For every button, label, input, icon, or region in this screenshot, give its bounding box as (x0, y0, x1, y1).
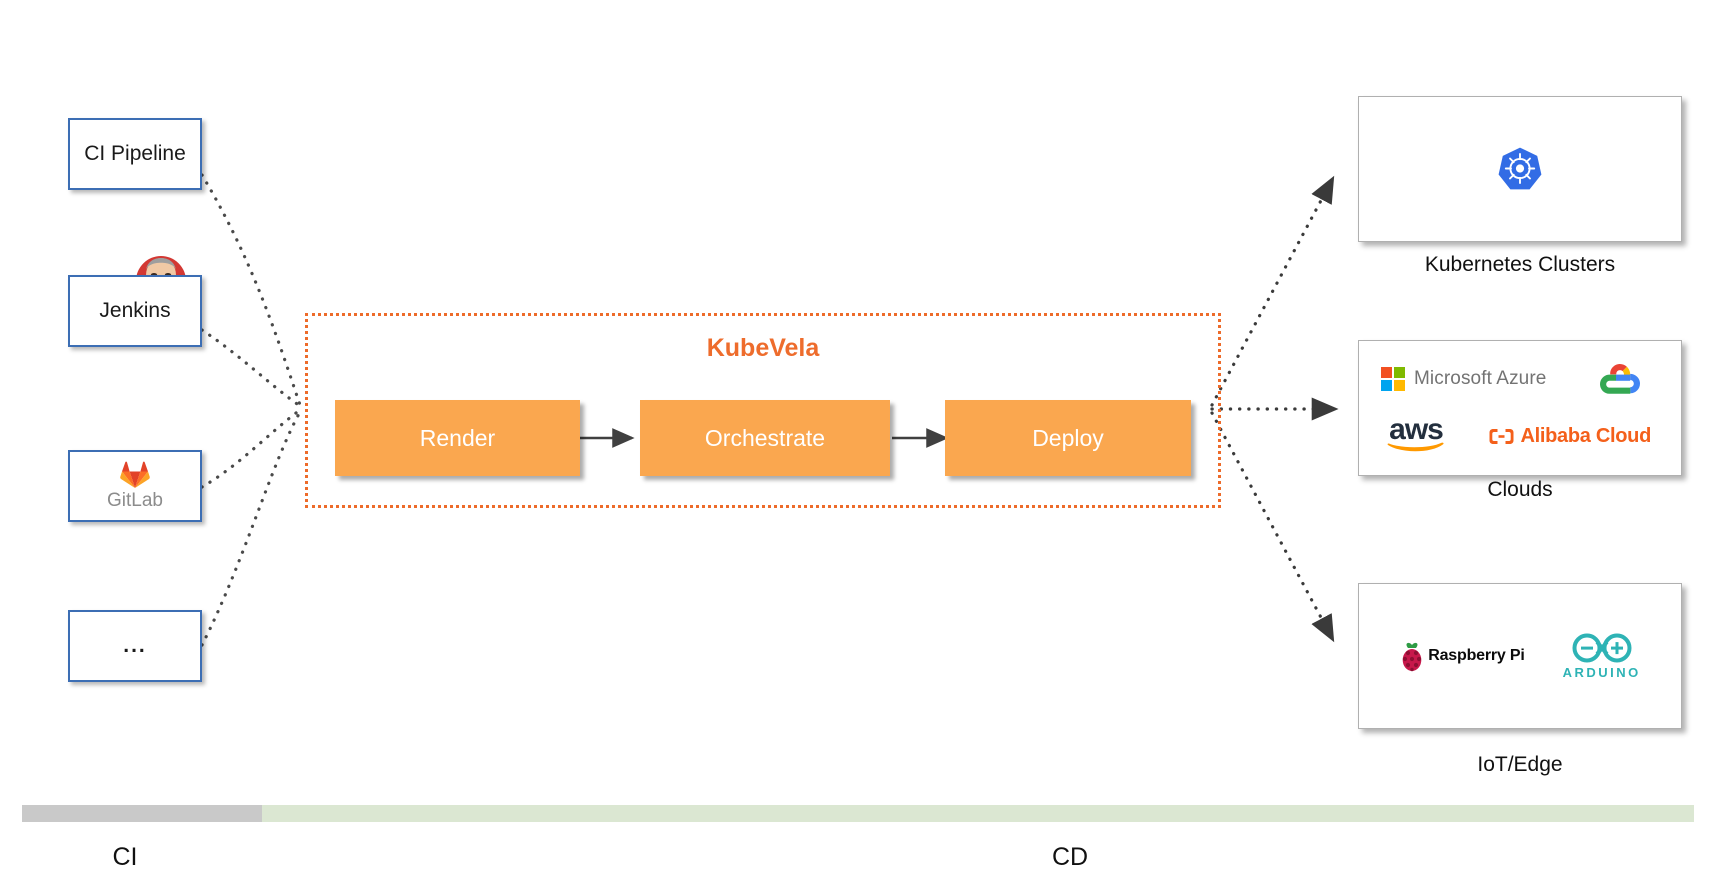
kubevela-step-label-deploy: Deploy (1032, 424, 1104, 451)
source-box-jenkins[interactable]: Jenkins (68, 275, 202, 347)
target-caption-iot-edge: IoT/Edge (1477, 753, 1563, 776)
kubevela-title: KubeVela (706, 334, 820, 362)
source-label-ci-pipeline: CI Pipeline (84, 142, 186, 166)
phase-label-ci: CI (112, 843, 138, 871)
target-caption-clouds: Clouds (1487, 478, 1553, 501)
raspberry-pi-label: Raspberry Pi (1428, 647, 1525, 664)
alibaba-cloud-label: Alibaba Cloud (1520, 424, 1651, 447)
source-box-more[interactable]: ... (68, 610, 202, 682)
kubernetes-helm-icon (1498, 147, 1542, 190)
kubevela-step-render[interactable]: Render (335, 400, 580, 476)
target-box-iot-edge[interactable]: Raspberry Pi ARDUINO (1358, 583, 1682, 729)
raspberry-pi-icon: Raspberry Pi (1399, 640, 1525, 672)
aws-icon: aws (1387, 412, 1445, 455)
target-caption-kubernetes-clusters: Kubernetes Clusters (1424, 253, 1616, 276)
kubevela-step-orchestrate[interactable]: Orchestrate (640, 400, 890, 476)
line-gitlab (200, 408, 302, 489)
alibaba-cloud-icon: Alibaba Cloud (1488, 425, 1651, 448)
target-box-clouds[interactable]: Microsoft Azure aws (1358, 340, 1682, 476)
kubevela-step-deploy[interactable]: Deploy (945, 400, 1191, 476)
line-jenkins (200, 328, 302, 408)
microsoft-azure-icon: Microsoft Azure (1381, 366, 1547, 391)
microsoft-azure-label: Microsoft Azure (1414, 367, 1547, 389)
line-more (200, 410, 302, 647)
source-label-jenkins: Jenkins (99, 299, 171, 323)
source-box-ci-pipeline[interactable]: CI Pipeline (68, 118, 202, 190)
google-cloud-icon (1600, 363, 1640, 394)
line-to-kubernetes (1210, 175, 1335, 407)
source-label-more: ... (123, 634, 147, 658)
line-ci-pipeline (200, 173, 302, 407)
arduino-label: ARDUINO (1562, 665, 1641, 680)
arduino-icon: ARDUINO (1563, 632, 1641, 680)
gitlab-fox-icon (120, 461, 150, 488)
source-box-gitlab[interactable]: GitLab (68, 450, 202, 522)
phase-bar-ci (22, 805, 262, 822)
kubevela-step-label-render: Render (419, 424, 496, 451)
aws-label: aws (1389, 412, 1444, 446)
phase-label-cd: CD (1051, 843, 1089, 871)
kubevela-frame: KubeVela (305, 313, 1221, 508)
phase-bar-cd (262, 805, 1694, 822)
target-box-kubernetes-clusters[interactable] (1358, 96, 1682, 242)
line-to-iot-edge (1210, 411, 1335, 643)
kubevela-step-label-orchestrate: Orchestrate (704, 424, 826, 451)
source-label-gitlab: GitLab (107, 489, 163, 511)
